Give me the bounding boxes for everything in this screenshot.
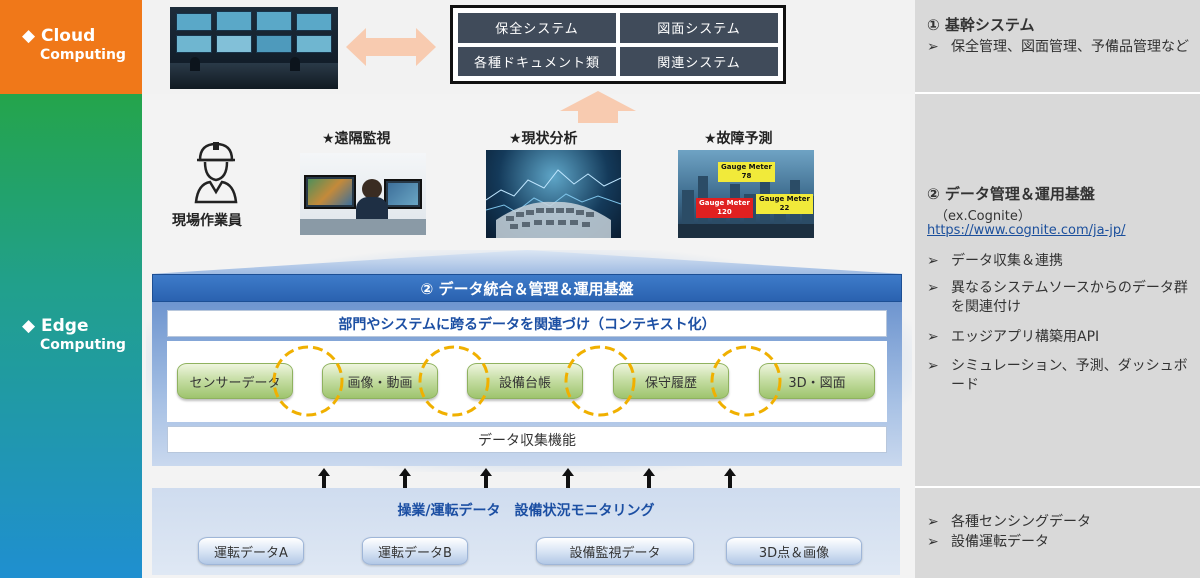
bidirectional-arrow-icon [346,28,436,66]
arrow-bullet-icon: ➢ [927,534,939,550]
arrow-bullet-icon: ➢ [927,514,939,530]
operations-monitoring-title: 操業/運転データ 設備状況モニタリング [397,503,655,519]
arrow-bullet-icon: ➢ [927,280,939,296]
right-panel-sensing: ➢ 各種センシングデータ ➢ 設備運転データ [915,488,1200,578]
right-panel-core-systems: ① 基幹システム ➢ 保全管理、図面管理、予備品管理など [915,0,1200,94]
cloud-subtitle: Computing [40,47,126,63]
platform-roof [150,250,904,274]
bottom-item-op-data-b: 運転データB [362,537,468,565]
arrow-bullet-icon: ➢ [927,329,939,345]
feature-remote-title: ★遠隔監視 [322,131,391,147]
data-platform-heading: ② データ管理＆運用基盤 [927,185,1095,203]
arrow-bullet-icon: ➢ [927,358,939,374]
edge-title: ◆ Edge [22,316,89,336]
core-systems-heading: ① 基幹システム [927,16,1035,34]
data-link-rings [272,345,782,417]
data-platform-item: ➢ エッジアプリ構築用API [927,329,1100,345]
data-platform-item: ➢ シミュレーション、予測、ダッシュボード [927,358,1188,393]
cognite-link[interactable]: https://www.cognite.com/ja-jp/ [927,223,1126,238]
sensing-item: ➢ 設備運転データ [927,534,1049,550]
control-room-photo [170,7,338,89]
core-systems-item: ➢ 保全管理、図面管理、予備品管理など [927,39,1189,55]
cloud-title: ◆ Cloud [22,26,96,46]
system-documents: 各種ドキュメント類 [458,46,616,76]
system-drawing: 図面システム [620,13,778,43]
platform-title-bar: ② データ統合＆管理＆運用基盤 [152,274,902,302]
data-item-sensor: センサーデータ [177,363,293,399]
worker-label: 現場作業員 [172,213,242,229]
upward-arrow-icon [560,91,636,123]
arrow-bullet-icon: ➢ [927,39,939,55]
edge-computing-band: ◆ Edge Computing [0,94,142,578]
edge-subtitle: Computing [40,337,126,353]
worker-helmet-icon [194,142,238,204]
core-systems-box: 保全システム 図面システム 各種ドキュメント類 関連システム [450,5,786,84]
data-collection-bar: データ収集機能 [167,426,887,453]
bottom-item-op-data-a: 運転データA [198,537,304,565]
arrow-bullet-icon: ➢ [927,253,939,269]
feature-analysis-title: ★現状分析 [509,131,578,147]
data-platform-example: （ex.Cognite） [935,209,1031,224]
bottom-item-equipment-monitoring: 設備監視データ [536,537,694,565]
data-flow-arrows [318,468,736,488]
system-maintenance: 保全システム [458,13,616,43]
right-panel-data-platform: ② データ管理＆運用基盤 （ex.Cognite） https://www.co… [915,94,1200,488]
feature-predict-title: ★故障予測 [704,131,773,147]
system-related: 関連システム [620,46,778,76]
sensing-item: ➢ 各種センシングデータ [927,514,1091,530]
data-platform-item: ➢ 異なるシステムソースからのデータ群を関連付け [927,280,1188,315]
contextualization-bar: 部門やシステムに跨るデータを関連づけ（コンテキスト化） [167,310,887,337]
cloud-computing-band: ◆ Cloud Computing [0,0,142,94]
remote-monitoring-photo [300,153,426,235]
data-item-3d-drawing: 3D・図面 [759,363,875,399]
analysis-photo [486,150,621,238]
bottom-item-3d-points-images: 3D点＆画像 [726,537,862,565]
data-platform-item: ➢ データ収集＆連携 [927,253,1063,269]
